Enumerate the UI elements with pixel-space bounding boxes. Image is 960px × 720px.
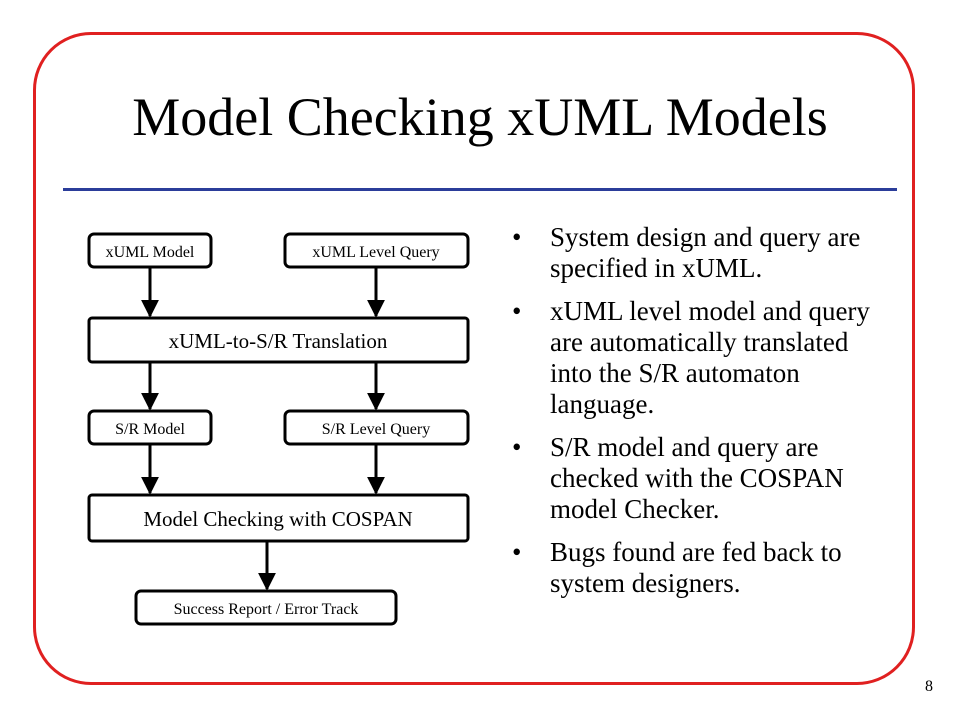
model-checking-box: Model Checking with COSPAN (87, 493, 470, 543)
bullet-text: S/R model and query are checked with the… (550, 432, 844, 524)
xuml-query-box: xUML Level Query (283, 232, 470, 269)
bullet-item: • S/R model and query are checked with th… (508, 432, 888, 525)
slide-frame (33, 32, 915, 685)
bullet-dot-icon: • (512, 222, 522, 252)
report-box: Success Report / Error Track (134, 589, 398, 626)
bullet-dot-icon: • (512, 432, 522, 462)
bullet-item: • xUML level model and query are automati… (508, 296, 888, 420)
bullet-text: Bugs found are fed back to system design… (550, 537, 842, 598)
bullet-dot-icon: • (512, 537, 522, 567)
bullet-dot-icon: • (512, 296, 522, 326)
title-underline (63, 188, 897, 191)
sr-query-box: S/R Level Query (283, 409, 470, 446)
xuml-query-label: xUML Level Query (312, 244, 439, 261)
report-label: Success Report / Error Track (174, 601, 359, 618)
translation-box: xUML-to-S/R Translation (87, 316, 470, 364)
bullet-text: xUML level model and query are automatic… (550, 296, 870, 419)
bullet-list: • System design and query are specified i… (508, 222, 888, 611)
translation-label: xUML-to-S/R Translation (169, 329, 388, 353)
sr-model-box: S/R Model (87, 409, 213, 446)
sr-model-label: S/R Model (115, 421, 185, 438)
bullet-text: System design and query are specified in… (550, 222, 861, 283)
bullet-item: • Bugs found are fed back to system desig… (508, 537, 888, 599)
page-number: 8 (925, 678, 933, 695)
xuml-model-box: xUML Model (87, 232, 213, 269)
bullet-item: • System design and query are specified i… (508, 222, 888, 284)
model-checking-label: Model Checking with COSPAN (143, 507, 412, 531)
slide-title: Model Checking xUML Models (132, 87, 828, 147)
xuml-model-label: xUML Model (106, 244, 195, 261)
sr-query-label: S/R Level Query (322, 421, 430, 438)
